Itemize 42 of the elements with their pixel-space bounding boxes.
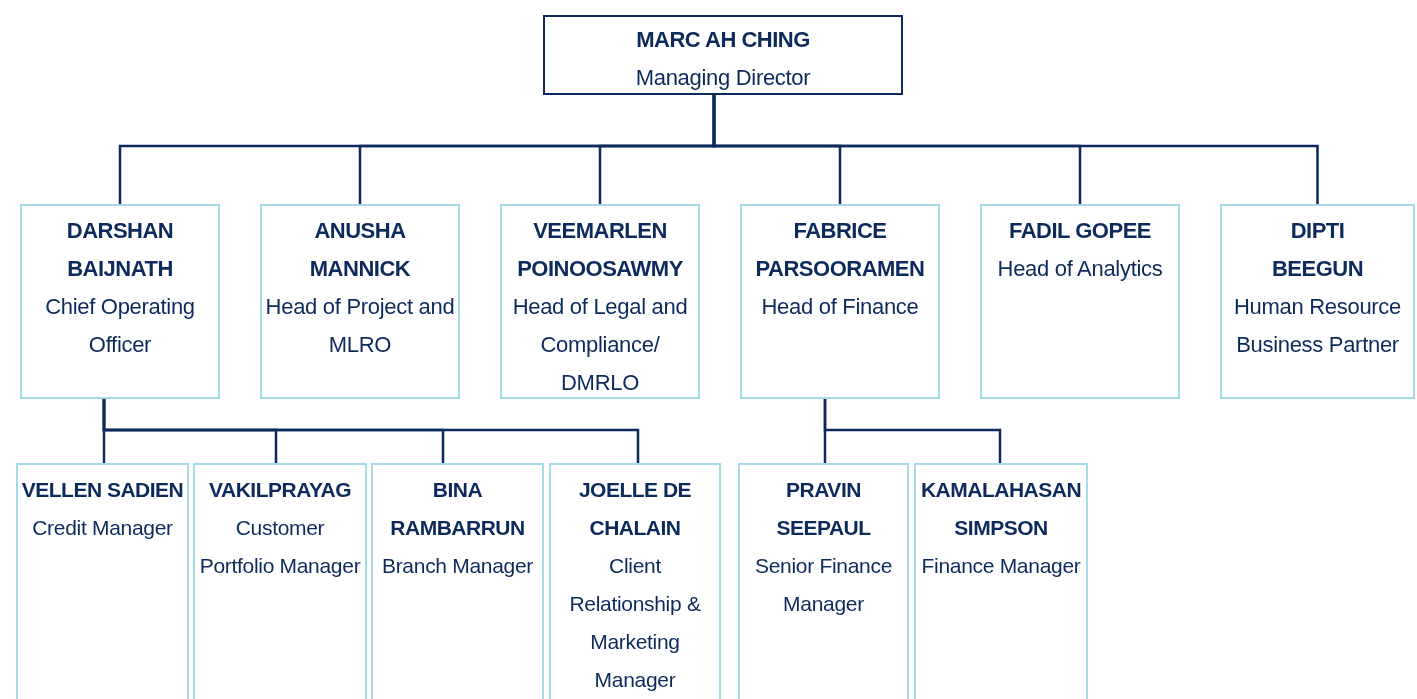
org-box <box>193 463 367 699</box>
person-name: BINA RAMBARRUN <box>389 477 526 541</box>
org-box <box>738 463 909 699</box>
org-box <box>16 463 189 699</box>
job-title: Branch Manager <box>380 553 535 579</box>
person-name: JOELLE DE CHALAIN <box>577 477 693 541</box>
person-name: MARC AH CHING <box>635 26 811 54</box>
person-name: PRAVIN SEEPAUL <box>775 477 872 541</box>
person-name: VELLEN SADIEN <box>20 477 185 503</box>
org-box <box>549 463 721 699</box>
org-box <box>260 204 460 399</box>
person-name: FADIL GOPEE <box>1008 217 1152 245</box>
job-title: Client Relationship & Marketing Manager <box>568 553 702 693</box>
person-name: KAMALAHASAN SIMPSON <box>919 477 1083 541</box>
job-title: Customer Portfolio Manager <box>198 515 362 579</box>
person-name: FABRICE PARSOORAMEN <box>754 217 926 283</box>
person-name: VEEMARLEN POINOOSAWMY <box>516 217 684 283</box>
job-title: Human Resource Business Partner <box>1233 293 1402 359</box>
job-title: Head of Finance <box>760 293 920 321</box>
connector-line <box>823 399 1002 463</box>
org-box <box>500 204 700 399</box>
connector-line <box>712 95 1319 204</box>
person-name: VAKILPRAYAG <box>208 477 352 503</box>
job-title: Managing Director <box>634 64 812 92</box>
org-box <box>914 463 1088 699</box>
org-box <box>740 204 940 399</box>
person-name: ANUSHA MANNICK <box>308 217 412 283</box>
job-title: Senior Finance Manager <box>753 553 894 617</box>
org-box <box>1220 204 1415 399</box>
job-title: Credit Manager <box>31 515 174 541</box>
person-name: DIPTI BEEGUN <box>1270 217 1365 283</box>
job-title: Head of Analytics <box>996 255 1164 283</box>
job-title: Head of Project and MLRO <box>264 293 456 359</box>
org-box <box>980 204 1180 399</box>
org-box <box>20 204 220 399</box>
connector-line <box>102 399 640 463</box>
org-box <box>543 15 903 95</box>
person-name: DARSHAN BAIJNATH <box>65 217 175 283</box>
job-title: Finance Manager <box>920 553 1082 579</box>
org-box <box>371 463 544 699</box>
job-title: Head of Legal and Compliance/ DMRLO <box>511 293 689 397</box>
job-title: Chief Operating Officer <box>44 293 196 359</box>
